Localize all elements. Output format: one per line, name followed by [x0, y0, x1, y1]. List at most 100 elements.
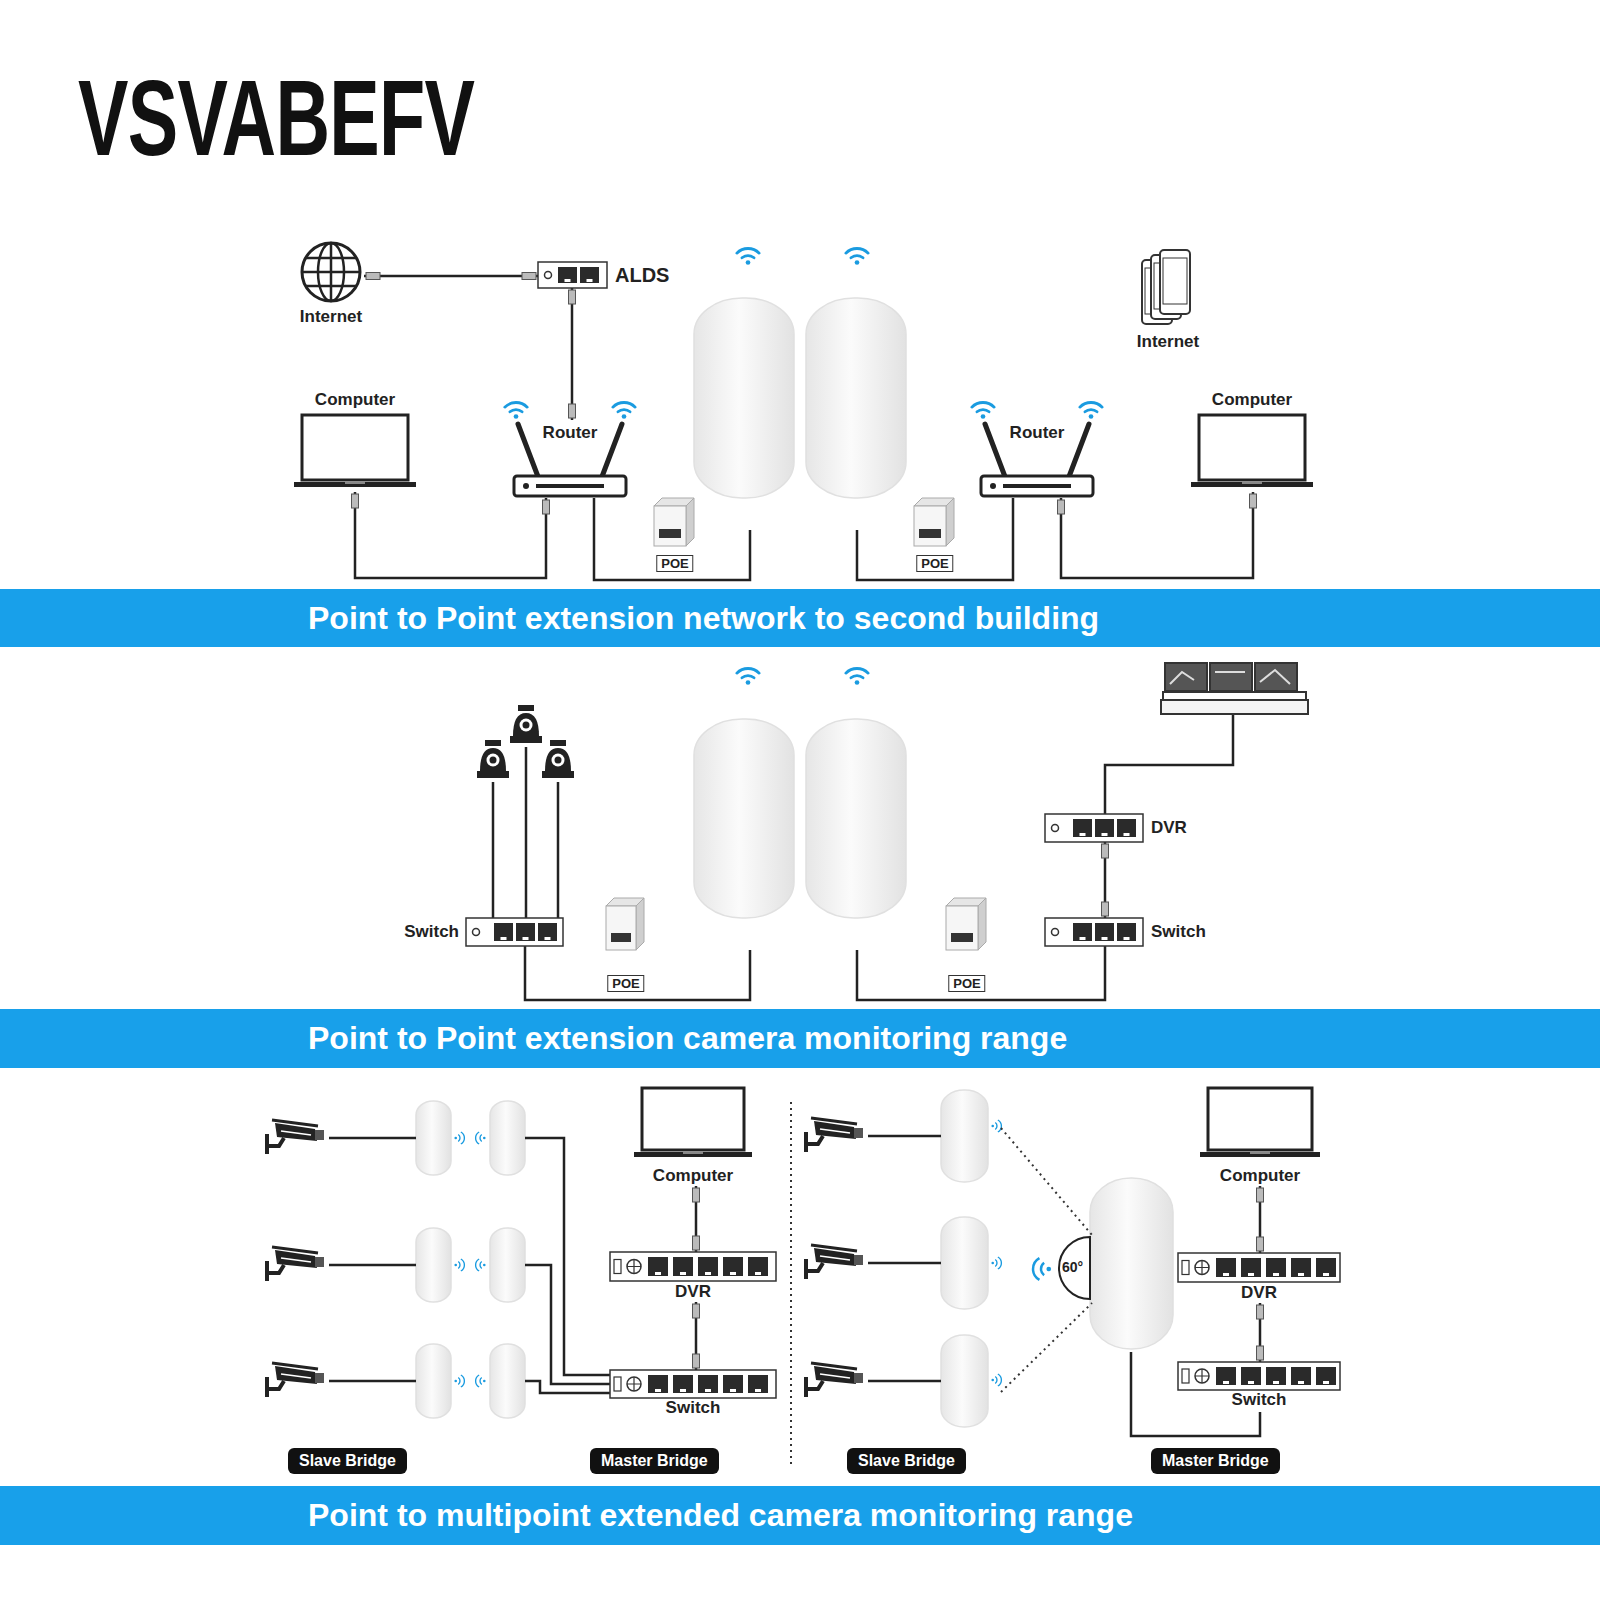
label-group: Master Bridge	[601, 1452, 708, 1470]
camera-icons	[804, 1245, 863, 1279]
icon-part	[514, 476, 626, 496]
wifi-signals	[846, 249, 868, 265]
icon-part	[1195, 1261, 1209, 1275]
icon-part	[686, 498, 694, 546]
wifi-signals	[1033, 1258, 1051, 1280]
router-node: Router	[508, 420, 632, 498]
bridge-capsules	[941, 1090, 988, 1182]
band-caption: Point to multipoint extended camera moni…	[308, 1486, 1133, 1545]
label-group: DVR	[1151, 818, 1187, 838]
phone-icon	[1140, 250, 1196, 330]
band-node: Point to Point extension network to seco…	[0, 589, 1600, 647]
camera-icons	[265, 1247, 324, 1281]
bridge-capsules	[416, 298, 1173, 1427]
icon-part	[1242, 482, 1262, 484]
bridge-capsules	[941, 1217, 988, 1309]
label-group: POE	[656, 555, 693, 572]
icon-part	[1323, 1381, 1329, 1384]
cable-wires	[525, 1138, 610, 1375]
icon-part	[642, 1088, 744, 1150]
monitoring-desk	[1163, 692, 1306, 700]
icon-part	[627, 1260, 641, 1274]
node-label: DVR	[1241, 1283, 1277, 1303]
laptop-icon	[294, 413, 416, 492]
icon-part	[698, 1375, 718, 1393]
cable-plug	[693, 1236, 700, 1250]
bridge-capsules	[416, 1101, 451, 1175]
icon-part	[523, 937, 529, 940]
cable-wires	[525, 946, 750, 1000]
icon-part	[1160, 250, 1190, 314]
node-label: Switch	[1232, 1390, 1287, 1410]
icon-part	[730, 1389, 736, 1392]
poe-node: POE	[942, 898, 992, 992]
icon-part	[946, 498, 954, 546]
icon-part	[1003, 484, 1071, 488]
port-node: Switch	[466, 918, 563, 946]
icon-part	[673, 1375, 693, 1393]
icon-part	[1117, 819, 1136, 837]
port-node: DVR	[610, 1252, 776, 1302]
icon-part	[946, 906, 978, 950]
node-label: ALDS	[615, 264, 669, 287]
wifi-signals	[454, 1375, 464, 1387]
icon-part	[680, 1272, 686, 1275]
bridge-capsules	[416, 1228, 451, 1302]
cable-wires	[594, 498, 750, 580]
monitoring-desk	[1161, 700, 1308, 714]
wifi-signals	[991, 1257, 1001, 1269]
icon-part	[914, 506, 946, 546]
icon-part	[614, 1377, 621, 1391]
label-group: Router	[543, 423, 598, 443]
wifi-signals	[454, 1259, 464, 1271]
cable-plug	[543, 500, 550, 514]
wifi-signals	[476, 1259, 486, 1271]
icon-part	[505, 403, 527, 419]
icon-part	[951, 933, 973, 942]
icon-part	[1223, 1381, 1229, 1384]
icon-part	[1316, 1367, 1336, 1385]
coverage-lines	[1001, 1128, 1092, 1235]
icon-part	[1195, 1369, 1209, 1383]
icon-part	[627, 1377, 641, 1391]
globe-node: Internet	[298, 241, 364, 305]
label-group: Computer	[315, 390, 395, 410]
cable-plug	[1250, 494, 1257, 508]
label-group: Master Bridge	[1162, 1452, 1269, 1470]
laptop-node: Computer	[634, 1086, 752, 1186]
icon-part	[345, 482, 365, 484]
icon-part	[1250, 1152, 1270, 1154]
icon-part	[1102, 833, 1108, 836]
node-label: Router	[543, 423, 598, 443]
bridge-capsules	[1090, 1178, 1173, 1349]
icon-part	[648, 1375, 668, 1393]
icon-part	[755, 1389, 761, 1392]
icon-part	[1163, 258, 1187, 304]
wifi-signals	[737, 669, 759, 685]
icon-part	[545, 272, 552, 279]
angle-sector	[1059, 1237, 1090, 1299]
badge-text: Slave Bridge	[858, 1452, 955, 1470]
poe-node: POE	[910, 498, 960, 572]
cable-plug	[352, 494, 359, 508]
bridge-capsules	[490, 1228, 525, 1302]
cable-wires	[1105, 714, 1233, 814]
icon-part	[1182, 1369, 1189, 1383]
badge-text: Master Bridge	[1162, 1452, 1269, 1470]
camera-icons	[510, 705, 542, 743]
icon-part	[1178, 1253, 1340, 1282]
port-icon	[1045, 814, 1143, 842]
band-caption: Point to Point extension camera monitori…	[308, 1009, 1067, 1068]
icon-part	[294, 482, 416, 487]
icon-part	[673, 1257, 693, 1276]
cable-plug	[693, 1188, 700, 1202]
icon-part	[501, 937, 507, 940]
wifi-signals	[846, 669, 868, 685]
icon-part	[1117, 923, 1136, 941]
label-group: ALDS	[615, 264, 669, 287]
monitoring-desk	[1161, 663, 1308, 714]
icon-part	[730, 1272, 736, 1275]
badge-node: Slave Bridge	[288, 1448, 407, 1474]
badge-node: Master Bridge	[1151, 1448, 1280, 1474]
